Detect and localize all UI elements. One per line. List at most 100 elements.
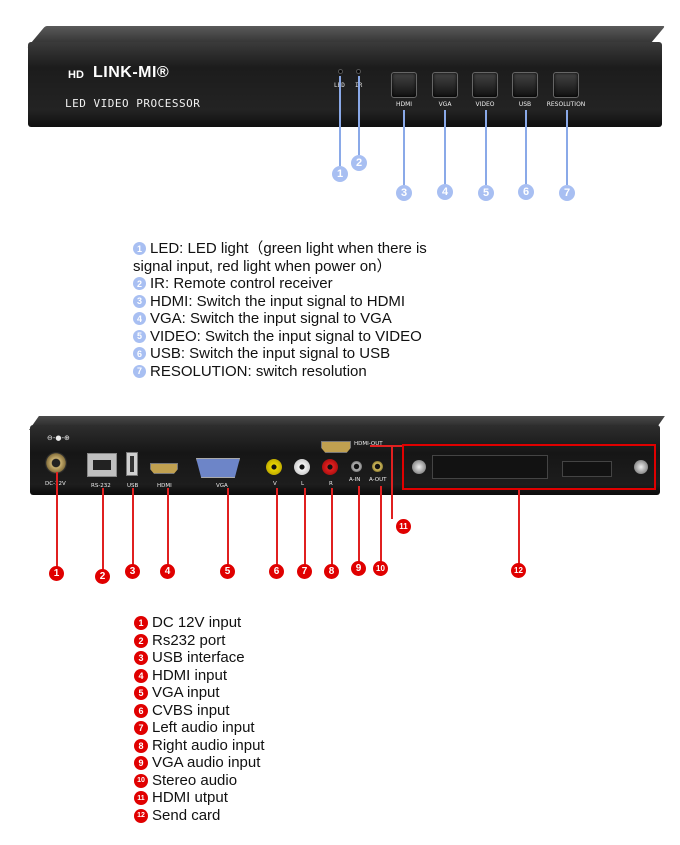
a-in-port[interactable] (351, 461, 362, 472)
resolution-key-label: RESOLUTION (546, 101, 586, 108)
usb-key[interactable] (512, 72, 538, 98)
legend-number: 6 (133, 347, 146, 360)
callout-line-b7 (304, 488, 306, 565)
legend-text: Right audio input (152, 736, 265, 754)
legend-item: 5 VIDEO: Switch the input signal to VIDE… (133, 328, 427, 346)
legend-text: CVBS input (152, 701, 230, 719)
legend-text: LED: LED light（green light when there is (150, 240, 427, 257)
vga-key-label: VGA (438, 101, 452, 108)
a-out-port-label: A-OUT (369, 477, 387, 483)
hdmi-out-port[interactable] (321, 441, 351, 453)
callout-line-b11-horizontal (370, 445, 402, 447)
cvbs-port[interactable] (266, 459, 282, 475)
resolution-key[interactable] (553, 72, 579, 98)
legend-item: 5 VGA input (134, 684, 265, 702)
brand-hd-label: HD (68, 69, 84, 81)
hdmi-key-label: HDMI (395, 101, 413, 108)
callout-b11: 11 (396, 519, 411, 534)
hdmi-in-port[interactable] (150, 463, 178, 474)
dc-jack[interactable] (45, 452, 67, 474)
usb-port[interactable] (126, 452, 138, 476)
callout-b2: 2 (95, 569, 110, 584)
callout-line-b4 (167, 488, 169, 565)
brand-logo: LINK-MI® (93, 64, 170, 81)
legend-item: 1 DC 12V input (134, 614, 265, 632)
callout-line-b2 (102, 488, 104, 570)
legend-text: VGA: Switch the input signal to VGA (150, 310, 392, 327)
legend-number: 3 (134, 651, 148, 665)
thumbscrew-right[interactable] (634, 460, 648, 474)
callout-b10: 10 (373, 561, 388, 576)
hdmi-in-port-label: HDMI (157, 483, 172, 489)
legend-number: 1 (134, 616, 148, 630)
legend-item: 1 LED: LED light（green light when there … (133, 240, 427, 258)
legend-number: 3 (133, 294, 146, 308)
legend-item: 3 HDMI: Switch the input signal to HDMI (133, 293, 427, 311)
callout-b12: 12 (511, 563, 526, 578)
legend-number: 12 (134, 808, 148, 823)
usb-port-label: USB (127, 483, 139, 489)
vga-port[interactable] (196, 458, 240, 478)
legend-number: 7 (133, 364, 146, 378)
callout-line-3 (403, 110, 405, 185)
legend-number: 8 (134, 738, 148, 753)
legend-number: 4 (134, 668, 148, 683)
legend-number: 5 (134, 686, 148, 700)
callout-b9: 9 (351, 561, 366, 576)
audio-right-port[interactable] (322, 459, 338, 475)
callout-b7: 7 (297, 564, 312, 579)
dc-port-label: DC-12V (45, 481, 66, 487)
legend-text: VGA audio input (152, 754, 261, 771)
ir-receiver (356, 69, 361, 74)
legend-item: 4 VGA: Switch the input signal to VGA (133, 310, 427, 328)
legend-text: VGA input (152, 684, 220, 701)
thumbscrew-left[interactable] (412, 460, 426, 474)
callout-line-1 (339, 76, 341, 166)
legend-text: DC 12V input (152, 614, 242, 631)
legend-item: signal input, red light when power on） (133, 258, 427, 276)
dc-polarity-icon: ⊖-●-⊕ (47, 434, 70, 442)
legend-text: Rs232 port (152, 631, 226, 649)
a-out-port[interactable] (372, 461, 383, 472)
legend-item: 2 Rs232 port (134, 632, 265, 650)
legend-text: USB interface (152, 649, 245, 666)
callout-line-b12 (518, 490, 520, 564)
callout-line-4 (444, 110, 446, 185)
audio-left-port[interactable] (294, 459, 310, 475)
callout-2: 2 (351, 155, 367, 171)
legend-item: 6 CVBS input (134, 702, 265, 720)
legend-text: RESOLUTION: switch resolution (150, 362, 367, 380)
send-card-connector (562, 461, 612, 477)
vga-key[interactable] (432, 72, 458, 98)
brand-subtitle: LED VIDEO PROCESSOR (65, 97, 201, 110)
led-indicator (338, 69, 343, 74)
legend-number: 10 (134, 773, 148, 788)
audio-left-port-label: L (301, 481, 305, 487)
legend-number: 6 (134, 703, 148, 718)
legend-text: VIDEO: Switch the input signal to VIDEO (150, 327, 422, 345)
legend-number: 11 (134, 791, 148, 805)
usb-key-label: USB (518, 101, 532, 108)
callout-line-7 (566, 110, 568, 185)
callout-b5: 5 (220, 564, 235, 579)
callout-3: 3 (396, 185, 412, 201)
video-key[interactable] (472, 72, 498, 98)
callout-line-b1 (56, 472, 58, 567)
callout-b1: 1 (49, 566, 64, 581)
legend-number: 7 (134, 721, 148, 735)
hdmi-key[interactable] (391, 72, 417, 98)
callout-line-b6 (276, 488, 278, 565)
video-key-label: VIDEO (475, 101, 495, 108)
legend-item: 2 IR: Remote control receiver (133, 275, 427, 293)
legend-text: signal input, red light when power on） (133, 257, 392, 275)
legend-item: 9 VGA audio input (134, 754, 265, 772)
legend-item: 12 Send card (134, 807, 265, 825)
callout-1: 1 (332, 166, 348, 182)
cvbs-port-label: V (273, 481, 277, 487)
send-card-highlight (402, 444, 656, 490)
legend-item: 6 USB: Switch the input signal to USB (133, 345, 427, 363)
rs232-port[interactable] (87, 453, 117, 477)
callout-7: 7 (559, 185, 575, 201)
callout-b8: 8 (324, 564, 339, 579)
legend-text: HDMI input (152, 666, 228, 684)
